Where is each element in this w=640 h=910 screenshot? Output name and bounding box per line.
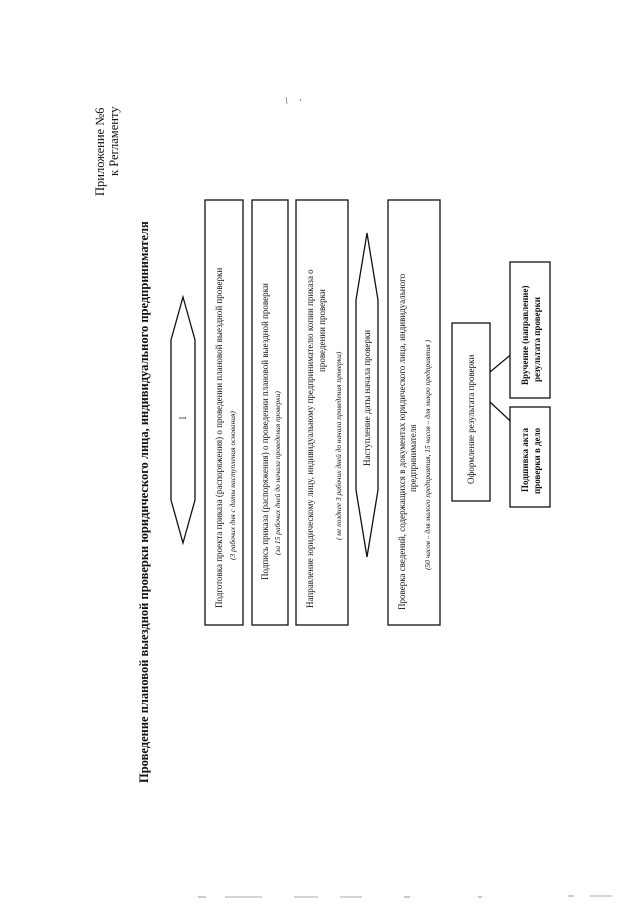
step-5-text-line2: предпринимателя — [408, 425, 418, 493]
outcome-1-line1: Подшивка акта — [520, 428, 530, 492]
step-box-3 — [295, 199, 349, 626]
step-1-text: Подготовка проекта приказа (распоряжения… — [214, 268, 224, 608]
scan-artifacts — [198, 96, 612, 898]
step-2-note: (за 15 рабочих дней до начала проведения… — [273, 391, 282, 555]
outcome-1-line2: проверки в дело — [532, 427, 542, 494]
outcome-box-1 — [509, 406, 551, 508]
step-box-6 — [451, 322, 491, 502]
start-pointer-shape — [170, 294, 196, 546]
step-1-note: (3 рабочих дня с даты наступления основа… — [228, 411, 237, 560]
appendix-line-2: к Регламенту — [107, 106, 121, 176]
step-box-5 — [387, 199, 441, 626]
step-5-note: (50 часов – для малого предприятия, 15 ч… — [423, 339, 432, 570]
step-4-text: Наступление даты начала проверки — [362, 330, 372, 466]
start-pointer-label: I — [178, 417, 188, 420]
step-2-text: Подпись приказа (распоряжения) о проведе… — [260, 283, 270, 580]
step-5-text-line1: Проверка сведений, содержащихся в докуме… — [397, 273, 407, 610]
outcome-box-2 — [509, 261, 551, 399]
step-3-note: ( не позднее 3 рабочих дней до начала пр… — [334, 351, 343, 540]
step-box-2 — [251, 199, 289, 626]
appendix-line-1: Приложение №6 — [93, 108, 107, 196]
appendix-label: Приложение №6 к Регламенту — [93, 106, 121, 196]
document-title: Проведение плановой выездной проверки юр… — [137, 221, 151, 783]
step-6-text: Оформление результата проверки — [466, 354, 476, 484]
step-3-text-line1: Направление юридическому лицу, индивидуа… — [305, 269, 315, 608]
step-3-text-line2: проведении проверки — [317, 289, 327, 372]
outcome-2-line2: результата проверки — [532, 297, 542, 382]
step-box-1 — [204, 199, 244, 626]
step-box-4 — [355, 232, 379, 558]
outcome-2-line1: Вручение (направление) — [520, 286, 530, 385]
